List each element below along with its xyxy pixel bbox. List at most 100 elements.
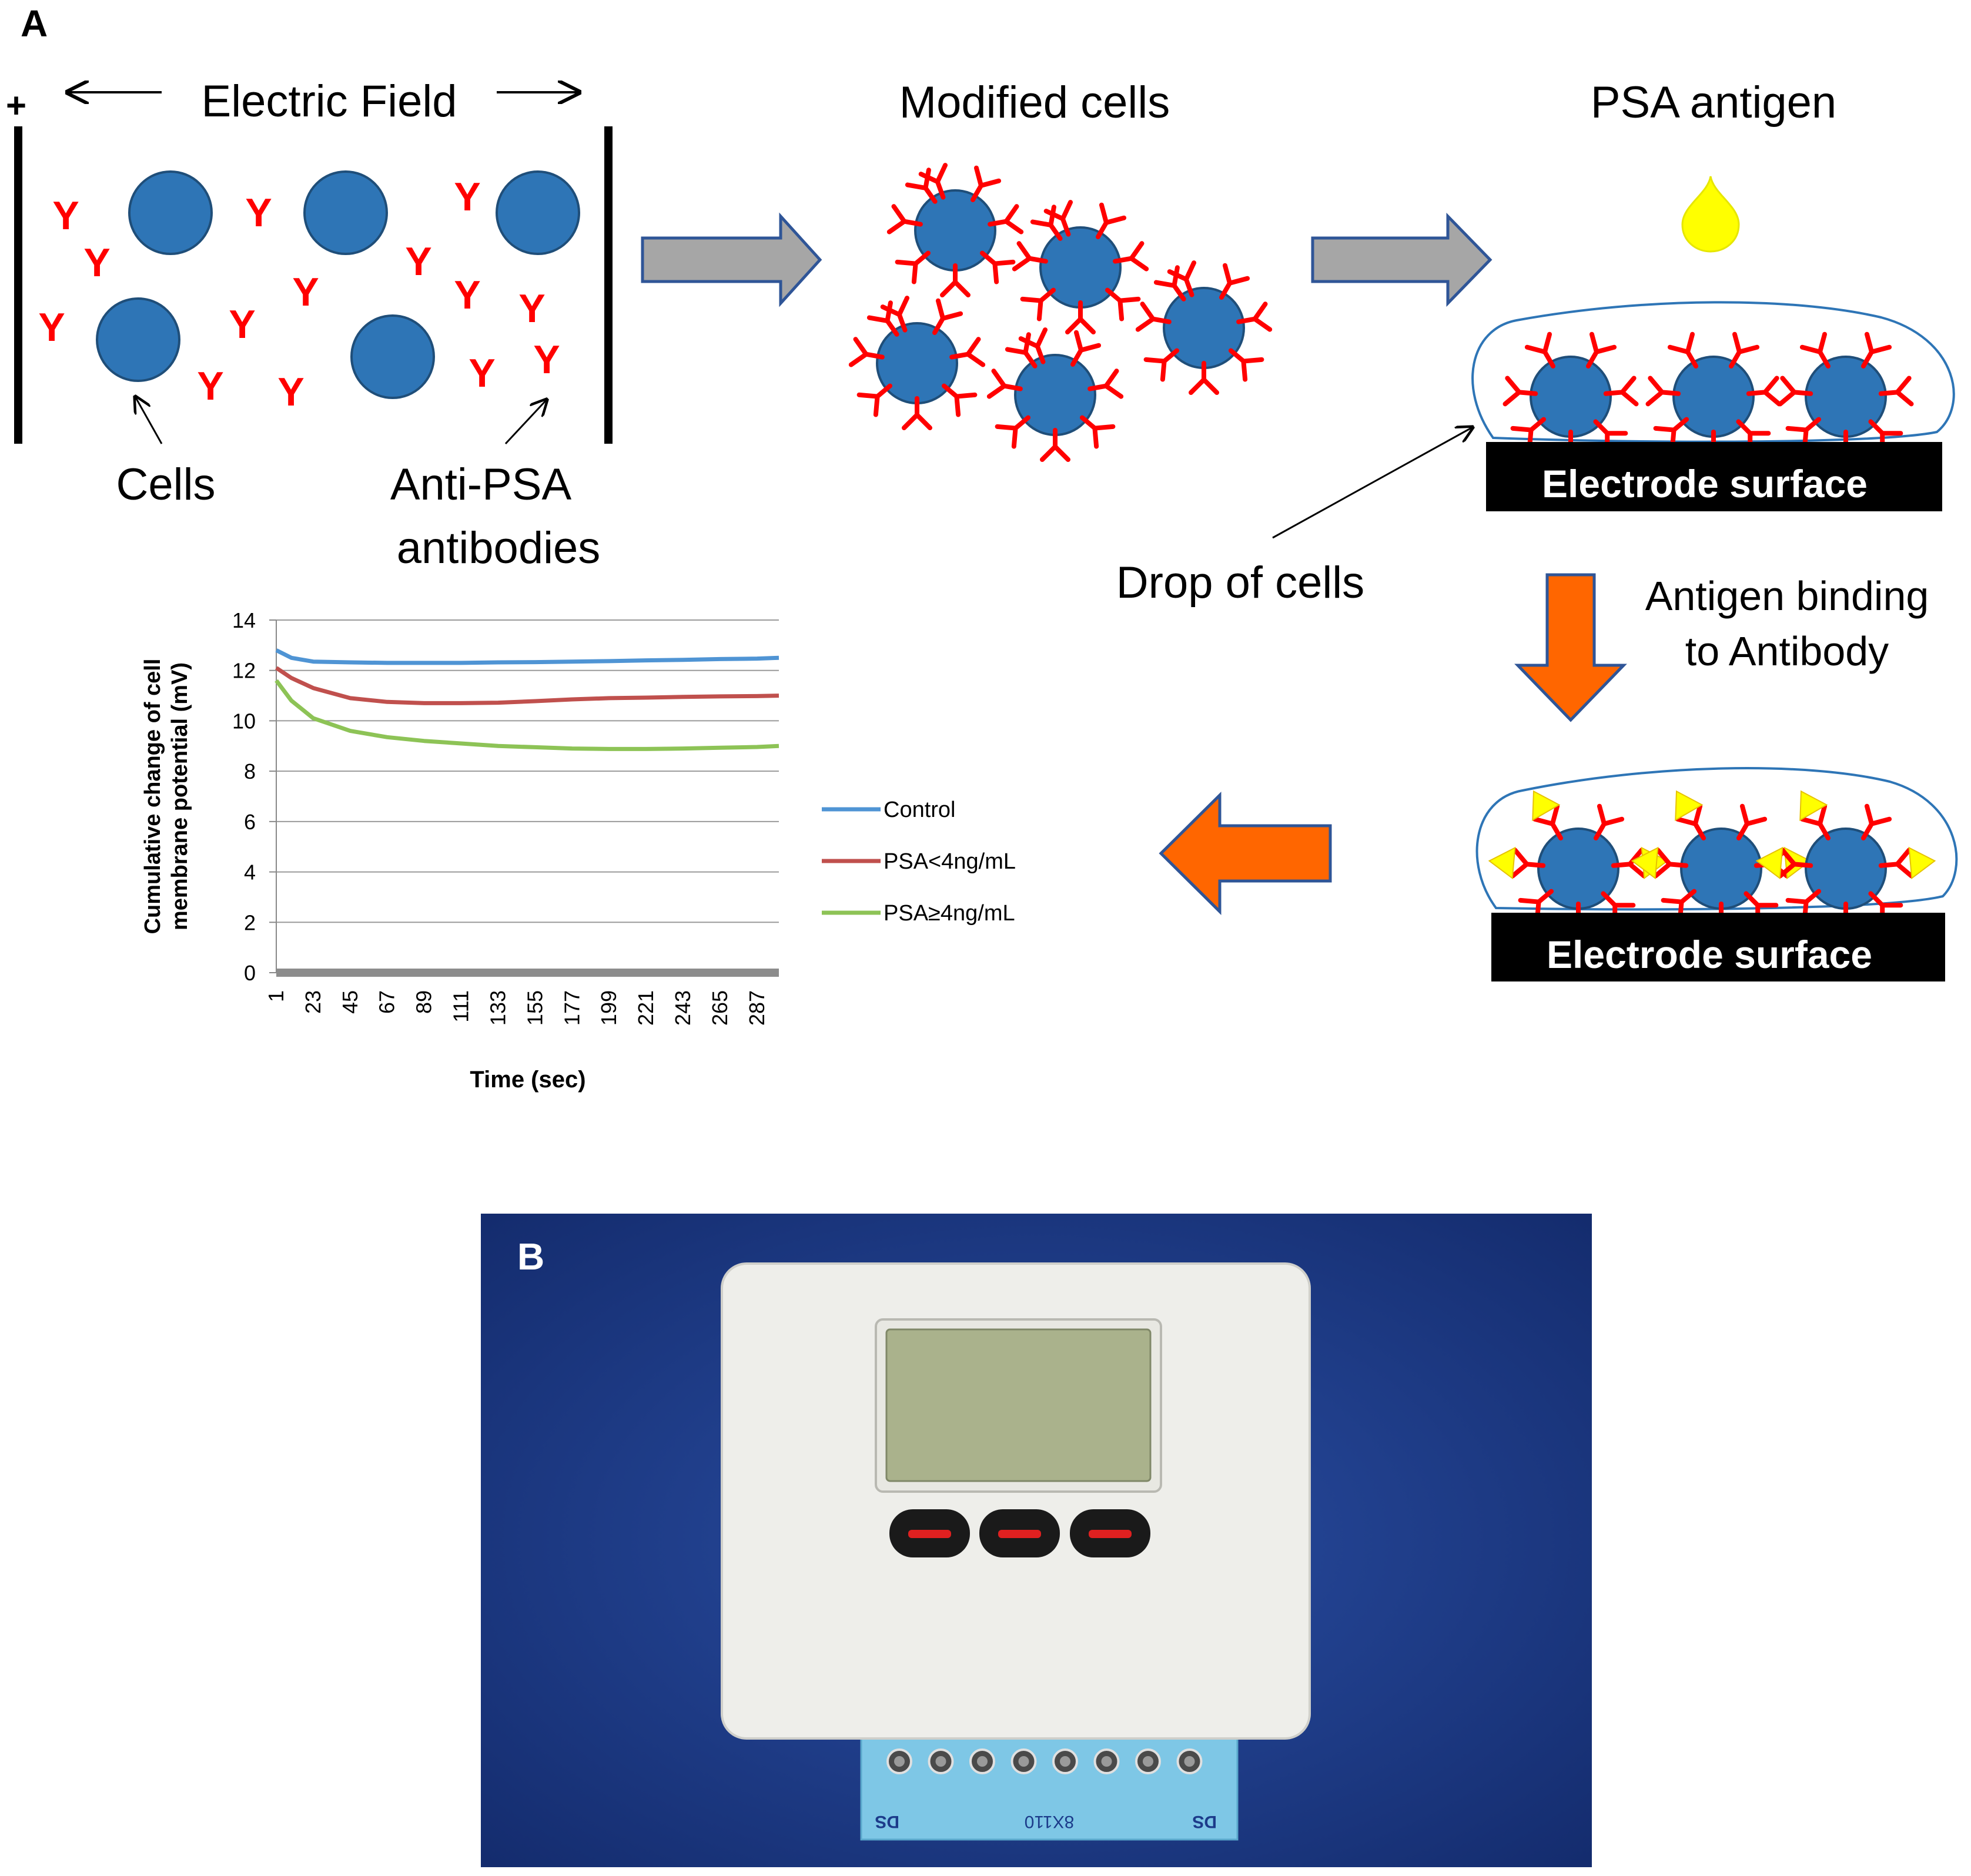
antibody xyxy=(1645,376,1681,407)
antibody-glyph: Y xyxy=(405,239,431,284)
psa-antigen xyxy=(1755,846,1783,880)
antibody xyxy=(1799,803,1831,841)
antibody-pointer xyxy=(504,400,547,445)
chart-x-tick-label: 133 xyxy=(486,990,510,1026)
antibody xyxy=(1079,415,1116,449)
antibody xyxy=(902,396,932,430)
device-button-middle[interactable] xyxy=(979,1509,1060,1557)
terminal-strip-text-right: DS xyxy=(1192,1812,1217,1831)
antibody xyxy=(1675,803,1706,841)
antibody xyxy=(995,415,1031,449)
psa-antigen xyxy=(1532,790,1561,822)
terminal-strip-text-left: DS xyxy=(875,1812,899,1831)
antibody xyxy=(1189,361,1219,395)
psa-antigen-section: PSA antigen Electrode surface Drop of ce… xyxy=(1116,78,1955,608)
cells-pointer xyxy=(135,397,163,444)
antibody-glyph: Y xyxy=(38,305,65,350)
chart-x-tick-label: 221 xyxy=(634,990,658,1026)
device-body xyxy=(721,1262,1311,1740)
cell xyxy=(496,170,580,255)
modified-cells-group xyxy=(848,163,1273,462)
chart-x-axis-label: Time (sec) xyxy=(470,1067,585,1093)
left-electrode-plate xyxy=(14,126,22,444)
antibody-coated-cell xyxy=(1012,200,1149,334)
cell xyxy=(128,170,213,255)
psa-antigen xyxy=(1908,846,1936,880)
psa-antigen xyxy=(1631,846,1659,880)
antibody xyxy=(1236,302,1273,332)
device-button-left[interactable] xyxy=(889,1509,970,1557)
antibody xyxy=(1736,803,1768,841)
drop-cells-bottom xyxy=(1488,790,1936,959)
antibody xyxy=(1020,287,1056,321)
terminal-strip xyxy=(860,1727,1239,1841)
antibody xyxy=(1143,348,1180,382)
chart-y-tick-label: 4 xyxy=(244,860,256,885)
chart-x-tick-label: 89 xyxy=(412,990,436,1014)
antibody-glyph: Y xyxy=(454,175,480,219)
antigen-binding-line2: to Antibody xyxy=(1685,628,1889,674)
panel-b-label: B xyxy=(517,1235,544,1278)
chart-x-tick-label: 243 xyxy=(671,990,695,1026)
antigen-binding-line1: Antigen binding xyxy=(1645,573,1929,619)
chart-x-tick-label: 265 xyxy=(708,990,732,1026)
cell xyxy=(1039,226,1122,309)
antibody xyxy=(1878,847,1914,879)
antibody xyxy=(1611,847,1647,879)
cell-drop-outline-bottom xyxy=(1475,767,1958,911)
antibody xyxy=(1603,376,1639,407)
chart-x-tick-label: 45 xyxy=(338,990,362,1014)
antibody xyxy=(1219,263,1250,300)
cell xyxy=(350,314,435,399)
antibody-glyph: Y xyxy=(518,286,545,331)
lcd-screen xyxy=(885,1328,1152,1482)
panel-b: B DS 8X110 DS xyxy=(481,1214,1592,1867)
antibody-glyph: Y xyxy=(454,273,480,317)
antibody xyxy=(1532,803,1563,841)
terminal-holes xyxy=(886,1748,1203,1774)
chart-y-tick-label: 2 xyxy=(244,910,256,934)
psa-antigen-label: PSA antigen xyxy=(1591,78,1836,128)
drop-of-cells-label: Drop of cells xyxy=(1116,558,1364,608)
terminal-hole xyxy=(1010,1748,1037,1774)
process-arrow-1 xyxy=(641,212,822,307)
chart-y-axis-label-line2: membrane potential (mV) xyxy=(168,662,192,930)
terminal-hole xyxy=(886,1748,912,1774)
antibody xyxy=(1096,202,1127,240)
antigen-droplet xyxy=(1681,176,1740,253)
chart-y-tick-label: 14 xyxy=(232,608,256,632)
cell xyxy=(876,322,958,404)
panel-a-label: A xyxy=(21,2,48,45)
chart-y-axis-label-line1: Cumulative change of cell xyxy=(140,659,165,934)
antibody-glyph: Y xyxy=(245,190,272,235)
antibody xyxy=(1040,428,1070,462)
cell xyxy=(1014,354,1096,436)
antibody xyxy=(988,204,1024,235)
device-button-right[interactable] xyxy=(1070,1509,1150,1557)
cell xyxy=(1163,287,1245,369)
antibody-coated-cell xyxy=(986,327,1124,462)
antibody xyxy=(1861,331,1892,369)
antibody-glyph: Y xyxy=(52,193,79,238)
cells-label: Cells xyxy=(116,460,216,510)
antibody xyxy=(1502,376,1538,407)
chart-legend-label: PSA≥4ng/mL xyxy=(884,901,1015,926)
antigen-binding-arrow xyxy=(1514,573,1627,722)
antibody-coated-cell xyxy=(886,163,1024,297)
chart-x-tick-label: 1 xyxy=(264,990,288,1002)
antibody xyxy=(856,383,893,417)
chart-y-tick-label: 8 xyxy=(244,759,256,783)
antibody xyxy=(1228,348,1264,382)
antibody xyxy=(949,337,986,367)
electric-field-section: + Electric Field Y Y Y Y Y Y Y Y Y Y xyxy=(6,76,613,573)
process-arrow-2 xyxy=(1311,212,1493,307)
plus-sign: + xyxy=(6,86,26,125)
antibody xyxy=(1878,376,1914,407)
antibody xyxy=(1005,332,1038,369)
bound-antigen-section: Electrode surface xyxy=(1475,767,1958,981)
psa-antigen xyxy=(1675,790,1704,822)
button-accent xyxy=(1089,1530,1132,1538)
